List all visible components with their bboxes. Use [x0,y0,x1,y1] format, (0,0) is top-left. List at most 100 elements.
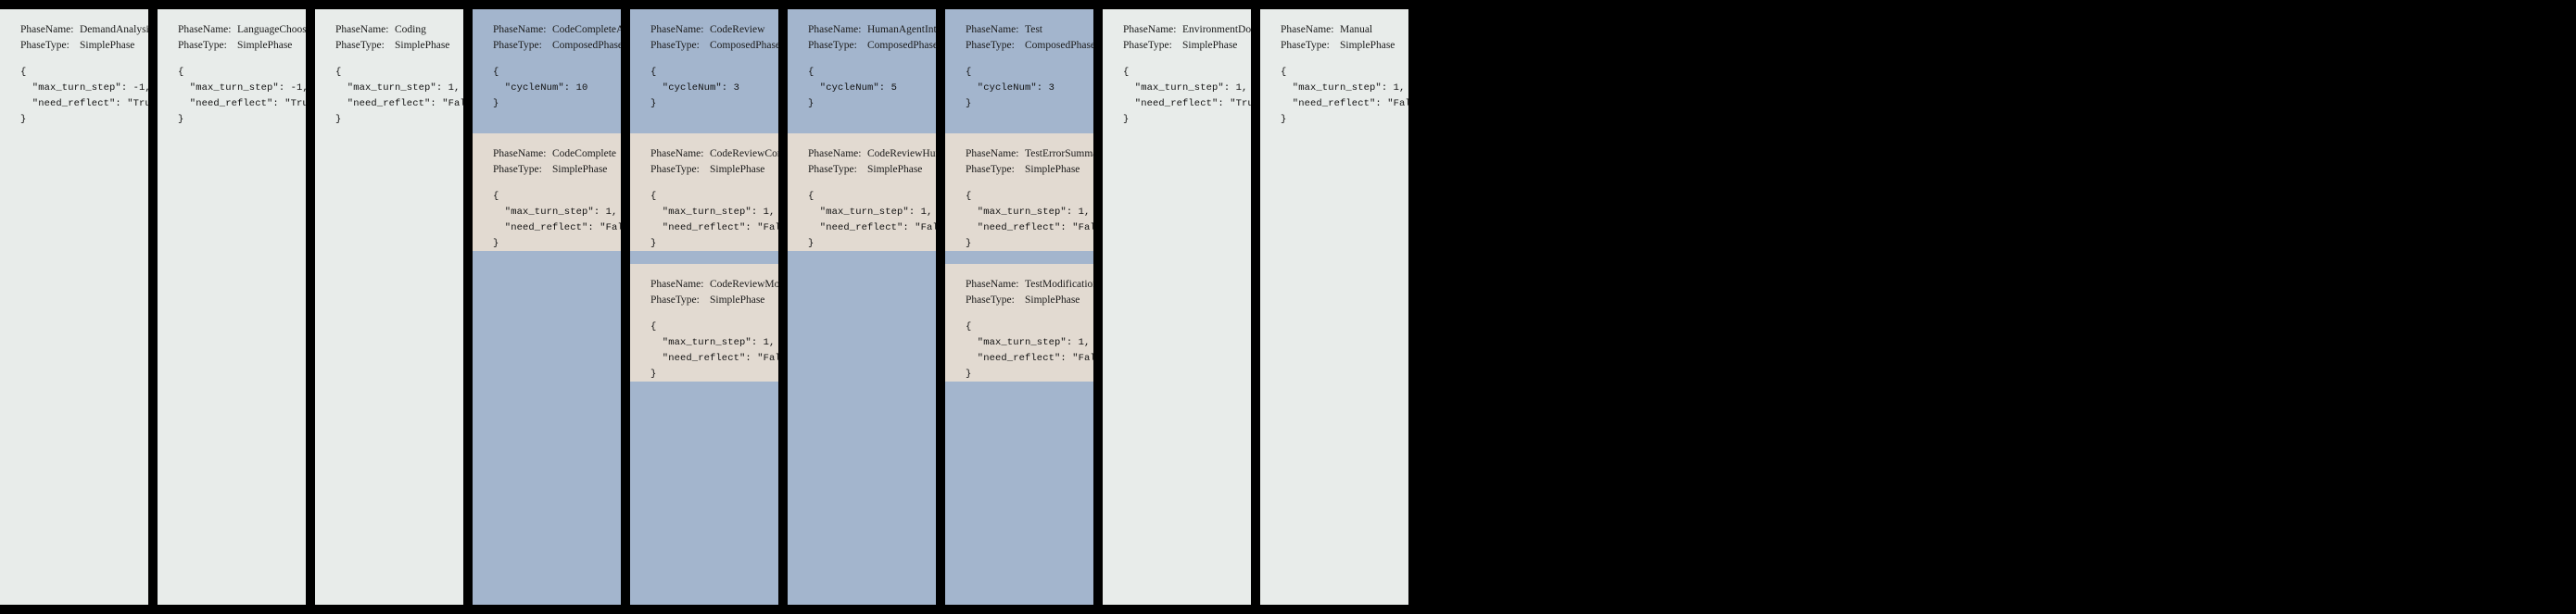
phase-config-json: { "cycleNum": 3 } [966,67,1055,110]
phase-type-label: PhaseType: [1281,39,1330,51]
phase-type-value: SimplePhase [710,294,765,306]
phase-type-label: PhaseType: [808,163,857,175]
phase-name-value: Test [1025,24,1042,35]
phase-type-value: SimplePhase [552,163,608,175]
nested-phase-block: PhaseName: TestErrorSummaryPhaseType: Simp… [945,133,1093,251]
composed-spacer [788,120,936,133]
composed-spacer [945,120,1093,133]
phase-type-label: PhaseType: [966,294,1015,306]
phase-type-label: PhaseType: [20,39,69,51]
phase-type-label: PhaseType: [966,39,1015,51]
phase-name-value: Manual [1340,24,1373,35]
phase-name-value: TestModification [1025,279,1093,290]
phase-name-label: PhaseName: [650,279,704,290]
panel-divider [621,0,630,614]
nested-phase-block: PhaseName: CodeReviewCommentPhaseType: Sim… [630,133,778,251]
phase-config-json: { "max_turn_step": 1, "need_reflect": "T… [1123,67,1251,126]
phase-name-label: PhaseName: [178,24,232,35]
phase-panel-codecompleteall: PhaseName:CodeCompleteAllPhaseType:Compo… [473,9,621,605]
panel-divider [1093,0,1103,614]
panel-divider [463,0,473,614]
panel-divider [936,0,945,614]
phase-name-value: TestErrorSummary [1025,148,1093,159]
phase-type-label: PhaseType: [650,163,700,175]
phase-panel-humanagentinteraction: PhaseName: HumanAgentInteractionPhaseType… [788,9,936,605]
phase-name-value: LanguageChoose [237,24,306,35]
phase-name-label: PhaseName: [966,148,1019,159]
phase-type-label: PhaseType: [650,39,700,51]
phase-type-label: PhaseType: [335,39,385,51]
phase-name-value: EnvironmentDoc [1182,24,1251,35]
phase-type-value: SimplePhase [1025,163,1080,175]
phase-name-label: PhaseName: [966,24,1019,35]
panel-divider [778,0,788,614]
phase-type-value: SimplePhase [867,163,923,175]
phase-type-label: PhaseType: [808,39,857,51]
phase-type-value: SimplePhase [1025,294,1080,306]
phase-name-value: CodeComplete [552,148,616,159]
phase-type-value: SimplePhase [395,39,450,51]
phase-config-json: { "max_turn_step": -1, "need_reflect": "… [20,67,148,126]
phase-type-value: ComposedPhase [867,39,936,51]
phase-type-label: PhaseType: [1123,39,1172,51]
nested-phase-gap [945,251,1093,264]
composed-spacer [473,120,621,133]
phase-type-label: PhaseType: [493,39,542,51]
nested-phase-block: PhaseName: CodeReviewHumanPhaseType: Simpl… [788,133,936,251]
nested-phase-gap [630,251,778,264]
phase-config-json: { "cycleNum": 5 } [808,67,898,110]
phase-name-value: CodeReview [710,24,765,35]
phase-name-value: HumanAgentInteraction [867,24,936,35]
phase-name-value: CodeReviewHuman [867,148,936,159]
phase-header-block: PhaseName:CodeCompleteAllPhaseType:Compo… [473,9,621,120]
phase-config-json: { "max_turn_step": 1, "need_reflect": "F… [1281,67,1408,126]
phase-name-value: Coding [395,24,426,35]
phase-type-value: SimplePhase [80,39,135,51]
phase-name-value: CodeReviewComment [710,148,778,159]
phase-type-value: SimplePhase [237,39,293,51]
phase-config-json: { "cycleNum": 3 } [650,67,740,110]
nested-phase-block: PhaseName:CodeReviewModificationPhaseTyp… [630,264,778,382]
phase-config-json: { "max_turn_step": 1, "need_reflect": "F… [650,191,778,250]
phase-config-json: { "max_turn_step": 1, "need_reflect": "F… [966,321,1093,381]
phase-name-value: DemandAnalysis [80,24,148,35]
phase-config-json: { "max_turn_step": 1, "need_reflect": "F… [808,191,936,250]
phase-type-value: SimplePhase [710,163,765,175]
panel-divider [148,0,158,614]
phase-type-label: PhaseType: [966,163,1015,175]
phase-name-label: PhaseName: [650,148,704,159]
phase-config-json: { "max_turn_step": -1, "need_reflect": "… [178,67,306,126]
phase-type-label: PhaseType: [650,294,700,306]
phase-config-json: { "cycleNum": 10 } [493,67,588,110]
phase-header-block: PhaseName: HumanAgentInteractionPhaseType… [788,9,936,120]
phase-name-label: PhaseName: [335,24,389,35]
panel-divider [1251,0,1260,614]
phase-name-label: PhaseName: [808,24,862,35]
phase-type-label: PhaseType: [493,163,542,175]
phase-name-label: PhaseName: [493,24,547,35]
phase-name-label: PhaseName: [1281,24,1334,35]
phase-name-label: PhaseName: [808,148,862,159]
phase-config-json: { "max_turn_step": 1, "need_reflect": "F… [650,321,778,381]
phase-name-label: PhaseName: [650,24,704,35]
phase-name-label: PhaseName: [493,148,547,159]
phase-config-json: { "max_turn_step": 1, "need_reflect": "F… [335,67,463,126]
phase-name-label: PhaseName: [1123,24,1177,35]
phase-type-value: ComposedPhase [710,39,778,51]
phase-type-value: ComposedPhase [552,39,621,51]
phase-name-label: PhaseName: [20,24,74,35]
composed-spacer [630,120,778,133]
